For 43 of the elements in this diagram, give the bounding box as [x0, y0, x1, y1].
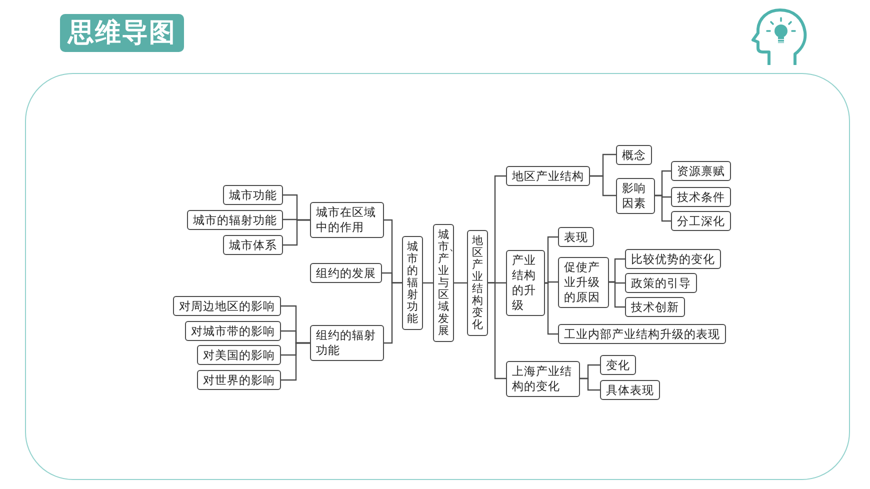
topic-box: 城市体系 — [223, 235, 283, 255]
connector-line — [580, 378, 600, 391]
vertical-topic-box: 城市的辐射功能 — [402, 236, 423, 330]
topic-box: 城市在区域中的作用 — [310, 202, 384, 238]
topic-box: 城市功能 — [223, 185, 283, 205]
topic-box: 组约的发展 — [310, 263, 382, 283]
connector-line — [384, 282, 402, 344]
connector-line — [590, 175, 616, 196]
topic-box: 城市的辐射功能 — [187, 210, 283, 230]
topic-box: 促使产业升级的原因 — [558, 256, 608, 308]
connector-line — [608, 281, 625, 308]
vertical-topic-box: 城市、产业与区域发展 — [433, 224, 454, 342]
topic-box: 工业内部产业结构升级的表现 — [558, 324, 726, 344]
connector-line — [545, 282, 558, 335]
topic-box: 组约的辐射功能 — [310, 325, 384, 361]
topic-box: 政策的引导 — [625, 273, 697, 293]
topic-box: 对周边地区的影响 — [173, 296, 281, 316]
topic-box: 技术条件 — [671, 187, 731, 207]
topic-box: 技术创新 — [625, 297, 685, 317]
connector-line — [488, 282, 506, 380]
vertical-topic-box: 地区产业结构变化 — [467, 230, 488, 336]
topic-box: 对世界的影响 — [197, 370, 281, 390]
connector-line — [283, 219, 310, 246]
topic-box: 变化 — [600, 355, 636, 375]
topic-box: 对美国的影响 — [197, 345, 281, 365]
topic-box: 上海产业结构的变化 — [506, 360, 580, 396]
topic-box: 影响因素 — [616, 178, 655, 214]
topic-box: 资源禀赋 — [671, 161, 731, 181]
topic-box: 比较优势的变化 — [625, 249, 721, 269]
connector-line — [423, 282, 433, 284]
topic-box: 对城市带的影响 — [185, 321, 281, 341]
connector-line — [454, 282, 467, 284]
connector-line — [281, 342, 310, 381]
connector-line — [545, 236, 558, 284]
topic-box: 具体表现 — [600, 380, 660, 400]
topic-box: 产业结构的升级 — [506, 250, 545, 316]
connector-line — [655, 194, 671, 222]
topic-box: 表现 — [558, 227, 594, 247]
topic-box: 地区产业结构 — [506, 166, 590, 186]
topic-box: 分工深化 — [671, 211, 731, 231]
connector-line — [545, 281, 558, 284]
title-banner: 思维导图 — [60, 14, 184, 52]
topic-box: 概念 — [616, 144, 652, 164]
